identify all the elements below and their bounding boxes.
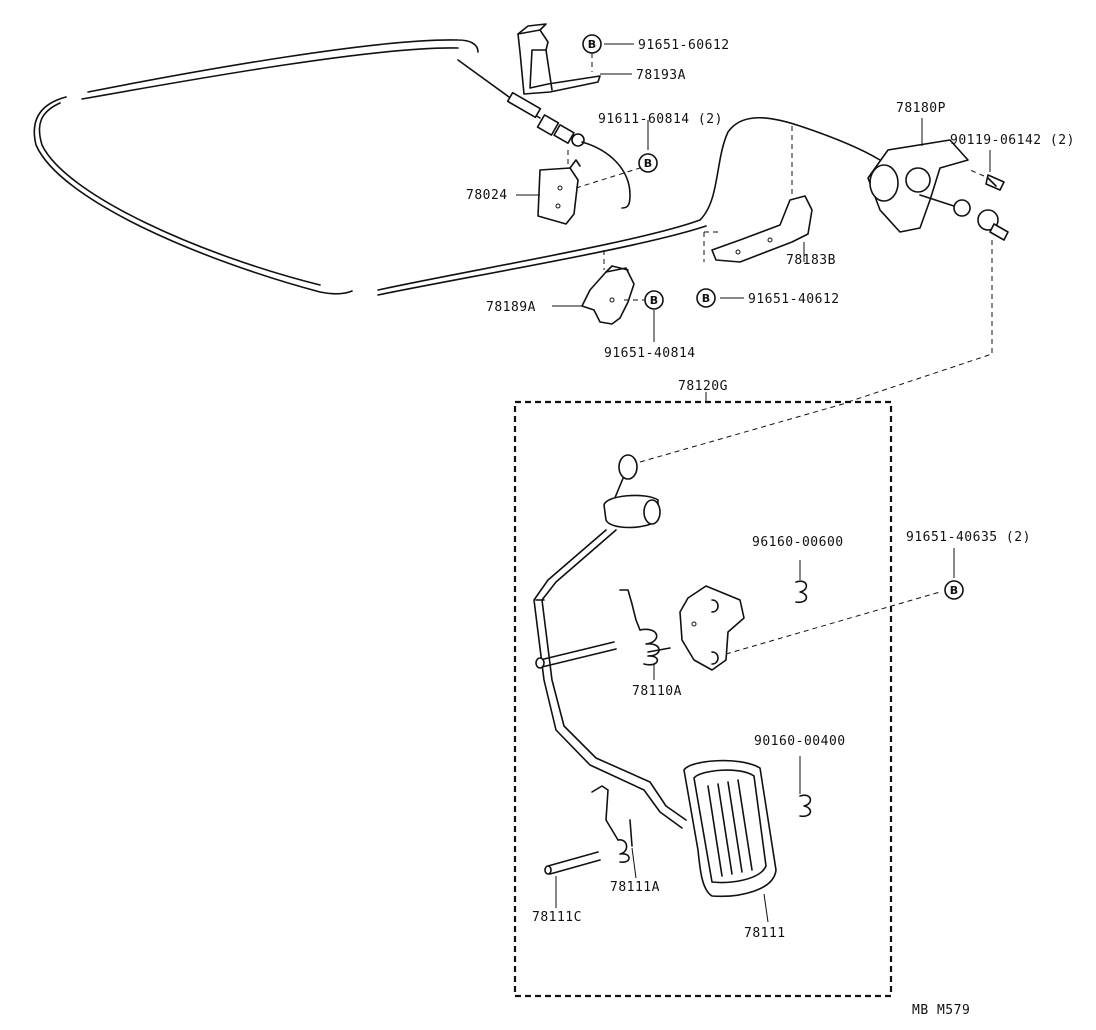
pedal-pad-78111 [683,759,777,898]
svg-text:B: B [650,294,658,307]
assembly-box-78120G [513,400,893,998]
label-78193A: 78193A [636,68,686,83]
label-91651-40612: 91651-40612 [748,292,840,307]
bolt-marker-91651-40814: B [644,290,664,310]
label-78111A: 78111A [610,880,660,895]
svg-text:B: B [644,157,652,170]
label-91651-60612: 91651-60612 [638,38,730,53]
label-78180P: 78180P [896,101,946,116]
svg-text:B: B [950,584,958,597]
pedal-pin [535,641,617,669]
label-78024: 78024 [466,188,508,203]
bracket-78180P [867,139,1009,241]
label-78111: 78111 [744,926,786,941]
bolt-marker-91651-60612: B [582,34,602,54]
spring-78111A [591,785,633,863]
label-78189A: 78189A [486,300,536,315]
label-78111C: 78111C [532,910,582,925]
diagram-code: MB M579 [912,1003,970,1018]
bolt-marker-91651-40612: B [696,288,716,308]
label-91611-60814: 91611-60814 (2) [598,112,723,127]
label-78110A: 78110A [632,684,682,699]
svg-text:B: B [588,38,596,51]
bracket-78183B [711,195,813,263]
label-78183B: 78183B [786,253,836,268]
label-90119-06142: 90119-06142 (2) [950,133,1075,148]
pedal-lever [533,454,687,829]
bracket-78024 [537,159,581,225]
label-78120G: 78120G [678,379,728,394]
pedal-bracket-plate [679,585,745,671]
label-91651-40635: 91651-40635 (2) [906,530,1031,545]
accelerator-cable [33,39,881,296]
svg-text:B: B [702,292,710,305]
bolt-90119-06142 [969,169,1005,191]
bracket-78193A [517,23,601,95]
label-91651-40814: 91651-40814 [604,346,696,361]
bolt-marker-91651-40635: B [944,580,964,600]
spring-78110A [619,589,671,666]
clip-90160-00400 [799,794,812,818]
pin-78111C [544,851,601,875]
bracket-78189A [581,265,635,325]
label-96160-00600: 96160-00600 [752,535,844,550]
label-90160-00400: 90160-00400 [754,734,846,749]
clip-96160-00600 [795,580,808,604]
bolt-marker-91611-60814: B [638,153,658,173]
